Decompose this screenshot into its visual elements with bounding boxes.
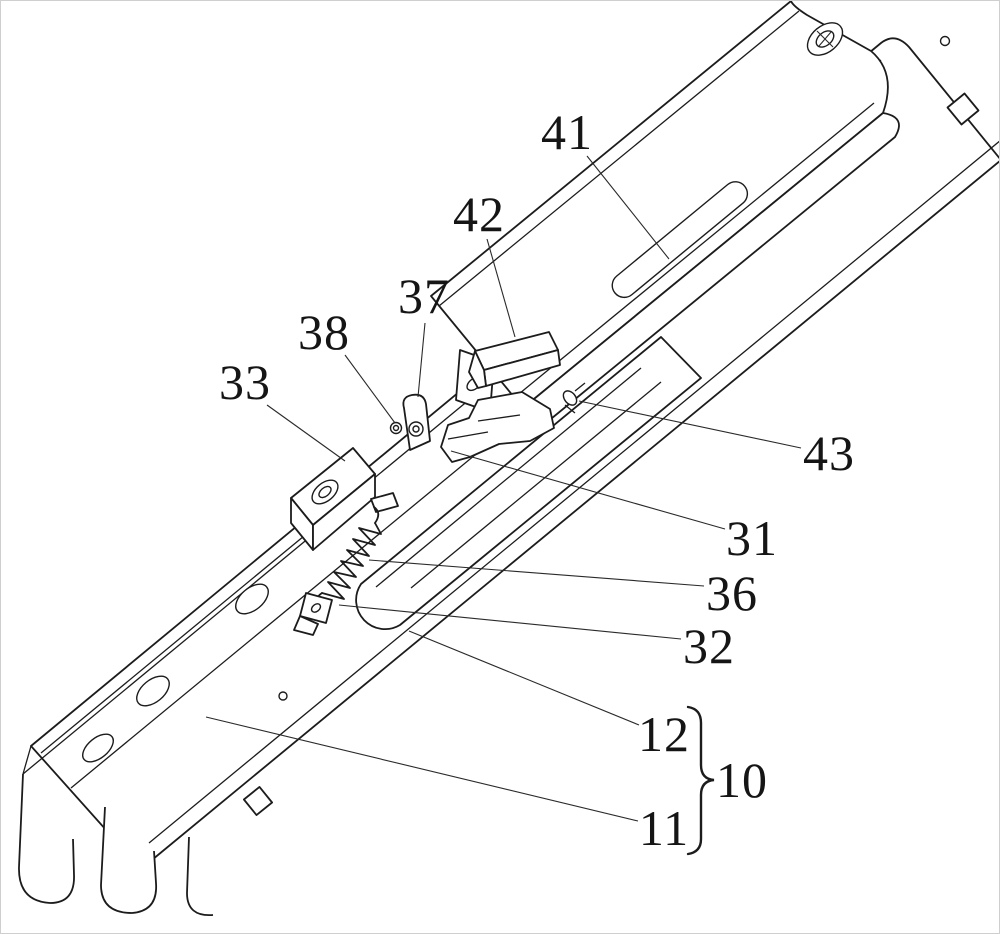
callout-12: 12 <box>638 706 690 762</box>
middle-rail-12 <box>355 336 702 630</box>
spring-anchor-32 <box>293 592 333 636</box>
stop-block-33 <box>290 447 376 551</box>
rivet-38 <box>389 421 403 435</box>
slider-body-31 <box>440 391 555 463</box>
callout-37: 37 <box>398 268 450 324</box>
clip-42 <box>468 331 561 389</box>
lock-mechanism <box>290 331 586 636</box>
callout-38: 38 <box>298 304 350 360</box>
callout-41: 41 <box>541 104 593 160</box>
callout-32: 32 <box>683 618 735 674</box>
upper-rail-41 <box>430 1 900 433</box>
latch-plate-37 <box>402 393 431 451</box>
callout-11: 11 <box>638 800 690 856</box>
callout-36: 36 <box>706 565 758 621</box>
group-brace-10 <box>686 705 715 856</box>
callout-42: 42 <box>453 186 505 242</box>
callout-33: 33 <box>219 354 271 410</box>
callout-10: 10 <box>716 752 768 808</box>
pin-43 <box>562 382 586 414</box>
callout-31: 31 <box>726 510 778 566</box>
callout-43: 43 <box>803 425 855 481</box>
leader-lines <box>205 155 802 822</box>
